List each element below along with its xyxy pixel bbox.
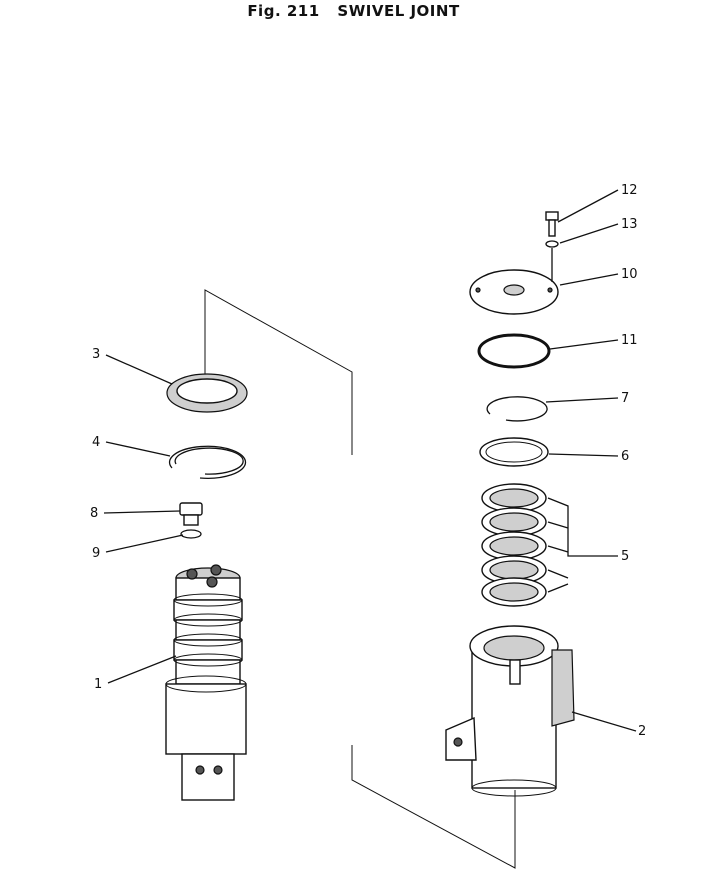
swivel-housing	[445, 625, 575, 797]
cover-plate	[469, 269, 559, 315]
snap-ring-left	[168, 445, 247, 479]
callout-4: 4	[92, 435, 100, 450]
callout-12: 12	[621, 183, 638, 198]
thrust-ring	[166, 373, 248, 413]
figure-name: SWIVEL JOINT	[337, 2, 460, 20]
callout-1: 1	[94, 677, 102, 692]
washer	[545, 240, 559, 248]
seal-stack	[481, 483, 547, 607]
snap-ring-right	[486, 396, 548, 422]
assembly-alignment-line	[204, 289, 353, 455]
large-o-ring	[477, 333, 551, 369]
figure-title: Fig. 211 SWIVEL JOINT	[0, 2, 707, 20]
callout-9: 9	[92, 546, 100, 561]
rotor-shaft	[165, 564, 247, 801]
callout-10: 10	[621, 267, 638, 282]
bolt	[545, 211, 559, 237]
leader-lines	[103, 189, 637, 732]
assembly-alignment-line-lower	[351, 745, 516, 869]
o-ring-plug	[180, 529, 202, 539]
callout-13: 13	[621, 217, 638, 232]
backup-ring	[479, 437, 549, 467]
figure-number: Fig. 211	[247, 2, 320, 20]
callout-6: 6	[621, 449, 629, 464]
callout-5: 5	[621, 549, 629, 564]
callout-2: 2	[638, 724, 646, 739]
callout-8: 8	[90, 506, 98, 521]
callout-7: 7	[621, 391, 629, 406]
callout-11: 11	[621, 333, 638, 348]
plug	[179, 502, 203, 526]
callout-3: 3	[92, 347, 100, 362]
